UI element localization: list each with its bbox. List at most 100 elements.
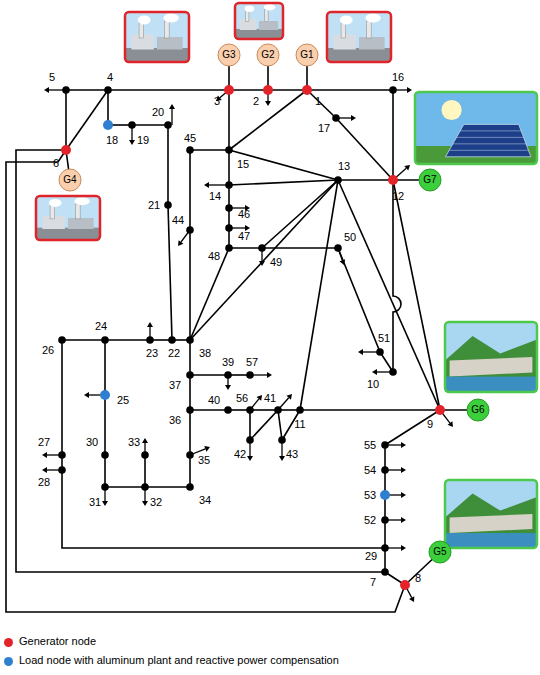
bus-number: 27	[38, 436, 50, 448]
bus-number: 11	[294, 418, 305, 430]
load-arrow	[407, 87, 412, 93]
bus-dot	[381, 441, 389, 449]
plant-photo	[327, 12, 391, 62]
transmission-line	[105, 339, 150, 341]
transmission-line	[338, 248, 380, 352]
legend-row: Load node with aluminum plant and reacti…	[4, 653, 339, 667]
bus-number: 16	[392, 71, 404, 83]
generator-circle: G2	[256, 43, 280, 67]
plant-photo	[235, 3, 283, 39]
bus-number: 36	[169, 414, 181, 426]
photo-panel-grid	[449, 150, 528, 151]
transmission-line	[168, 205, 172, 340]
transmission-line	[132, 124, 168, 126]
bus-dot	[101, 483, 109, 491]
photo-building	[157, 37, 183, 50]
load-arrow	[142, 501, 148, 506]
bus-dot	[141, 483, 149, 491]
transmission-line	[108, 89, 229, 91]
generator-circle: G4	[58, 168, 82, 192]
transmission-line	[107, 90, 109, 125]
load-arrow	[448, 421, 453, 427]
bus-dot	[61, 145, 71, 155]
photo-ground	[327, 48, 391, 62]
photo-sky	[235, 3, 283, 39]
load-arrow	[265, 101, 271, 106]
photo-border	[415, 92, 537, 164]
transmission-line	[167, 125, 169, 205]
transmission-line	[189, 410, 191, 455]
generator-circle: G6	[466, 398, 490, 422]
bus-number: 56	[236, 392, 248, 404]
photo-border	[445, 322, 537, 392]
bus-dot	[186, 146, 194, 154]
bus-dot	[141, 451, 149, 459]
bus-dot	[186, 483, 194, 491]
transmission-line	[61, 340, 63, 455]
bus-dot	[400, 580, 410, 590]
transmission-line	[393, 180, 401, 372]
bus-number: 30	[86, 436, 98, 448]
transmission-line	[250, 409, 278, 411]
bus-number: 35	[198, 454, 210, 466]
photo-sky	[327, 12, 391, 62]
photo-smoke	[74, 197, 89, 205]
transmission-line	[144, 455, 146, 487]
bus-number: 8	[415, 572, 421, 584]
bus-number: 50	[344, 231, 356, 243]
bus-dot	[381, 544, 389, 552]
generator-shape	[257, 44, 279, 66]
transmission-line	[229, 180, 338, 185]
transmission-line	[229, 89, 268, 91]
bus-number: 34	[199, 494, 211, 506]
generator-label: G2	[256, 43, 280, 67]
bus-number: 22	[168, 347, 180, 359]
bus-dot	[186, 406, 194, 414]
photo-smoke	[49, 199, 62, 207]
bus-dot	[389, 86, 397, 94]
bus-number: 18	[106, 134, 118, 146]
bus-number: 19	[137, 134, 149, 146]
load-arrow	[247, 456, 253, 461]
transmission-line	[338, 179, 393, 181]
load-arrow	[142, 438, 148, 443]
transmission-line	[338, 180, 440, 410]
generator-label: G3	[217, 43, 241, 67]
load-arrow	[147, 322, 153, 327]
generator-circle: G7	[418, 168, 442, 192]
photo-chimney	[139, 23, 143, 38]
load-arrow	[267, 372, 272, 378]
transmission-line	[189, 375, 191, 410]
bus-dot	[225, 244, 233, 252]
load-arrow	[401, 492, 406, 498]
transmission-line	[250, 410, 278, 440]
bus-number: 40	[208, 394, 220, 406]
bus-number: 14	[209, 190, 221, 202]
transmission-line	[104, 340, 106, 395]
load-arrow	[169, 104, 175, 109]
bus-number: 33	[128, 436, 140, 448]
bus-dot	[101, 451, 109, 459]
bus-dot	[381, 466, 389, 474]
bus-dot	[334, 244, 342, 252]
bus-dot	[225, 224, 233, 232]
bus-dot	[381, 568, 389, 576]
load-arrow	[401, 545, 406, 551]
hydro-photo	[445, 480, 537, 548]
bus-number: 28	[38, 476, 50, 488]
transmission-line	[228, 150, 230, 185]
bus-number: 23	[146, 347, 158, 359]
transmission-line	[190, 374, 228, 376]
bus-number: 5	[49, 71, 55, 83]
bus-dot	[278, 436, 286, 444]
bus-dot	[128, 121, 136, 129]
load-arrow	[129, 140, 135, 145]
bus-number: 7	[370, 576, 376, 588]
bus-dot	[186, 226, 194, 234]
bus-number: 41	[264, 392, 276, 404]
generator-label: G5	[428, 540, 452, 564]
bus-number: 54	[364, 464, 376, 476]
load-arrow	[259, 261, 265, 266]
bus-dot	[388, 175, 398, 185]
photo-chimney	[165, 21, 169, 38]
